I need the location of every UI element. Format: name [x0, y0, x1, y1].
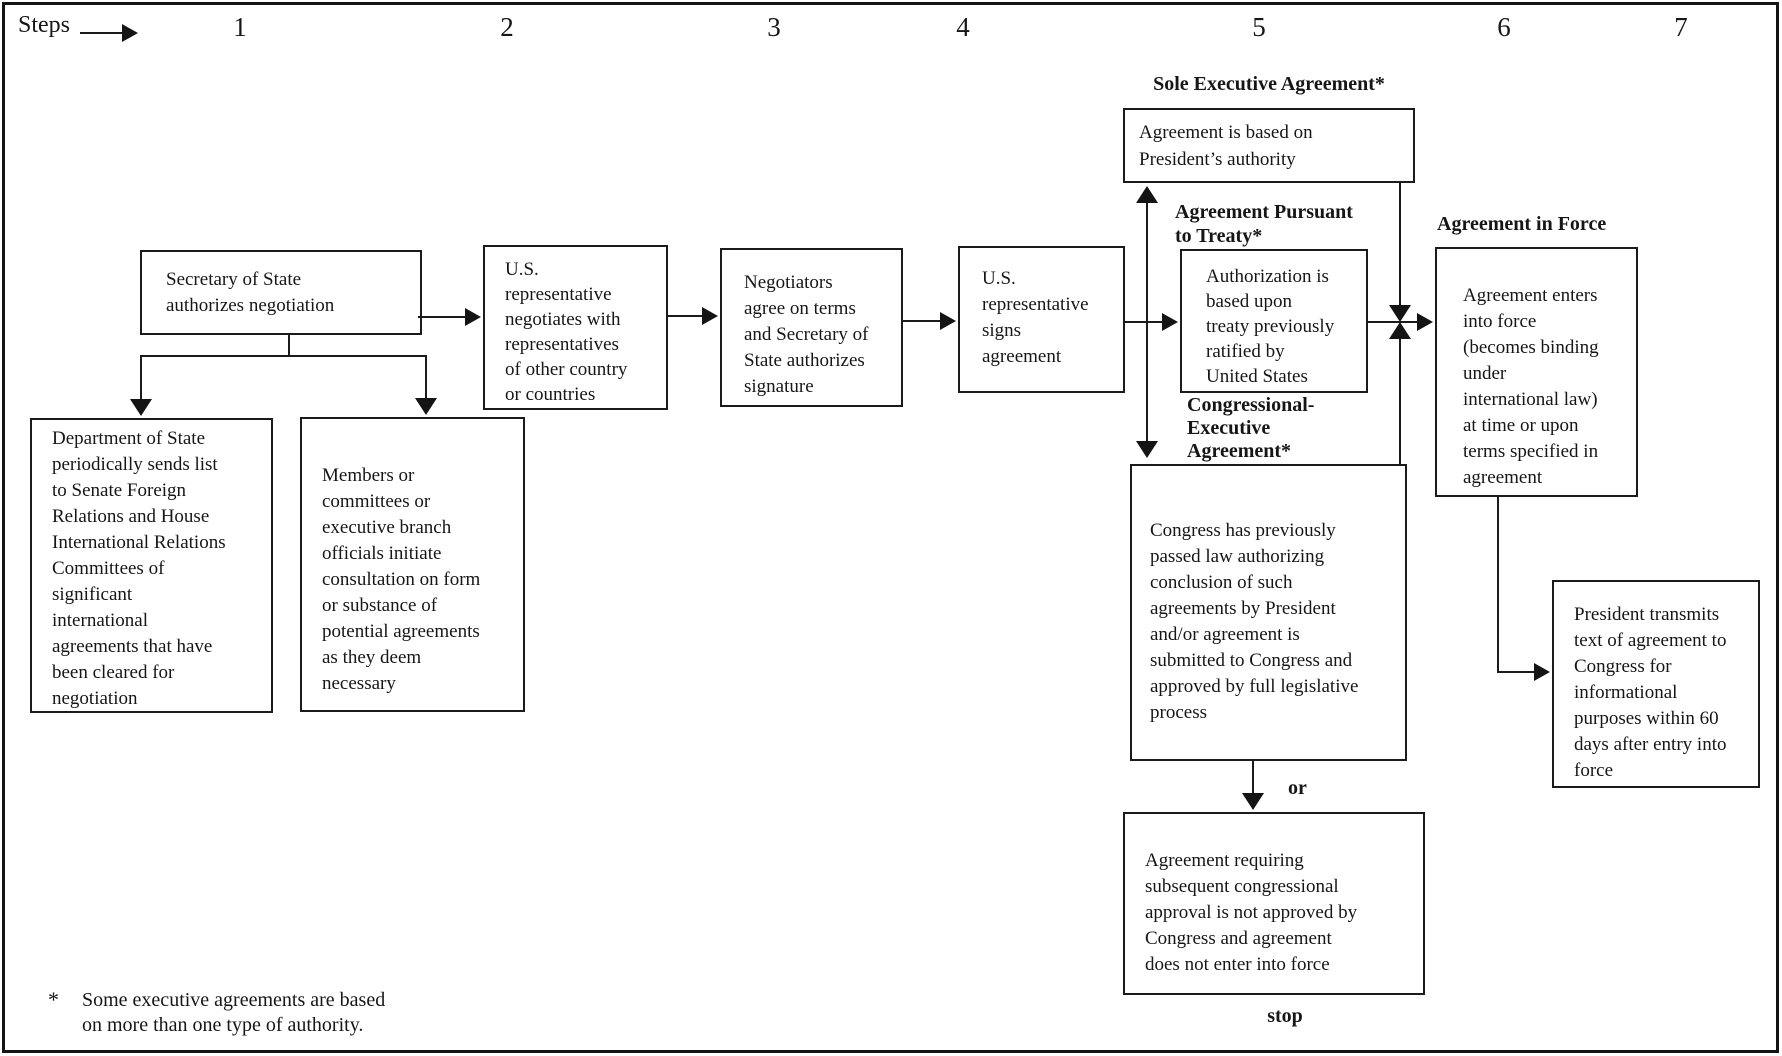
- step-number-6: 6: [1497, 12, 1511, 42]
- box-secretary-authorizes: Secretary of State authorizes negotiatio…: [140, 250, 422, 335]
- arrowhead-right-icon: [1417, 313, 1433, 331]
- arrowhead-right-icon: [940, 312, 956, 330]
- box-members-consultation: Members or committees or executive branc…: [300, 417, 525, 712]
- label-stop: stop: [1267, 1005, 1303, 1027]
- label-or: or: [1288, 777, 1307, 799]
- connector-line: [288, 335, 290, 356]
- arrowhead-down-icon: [415, 398, 437, 415]
- box-us-rep-negotiates: U.S. representative negotiates with repr…: [483, 245, 668, 410]
- label-congressional-executive-agreement: Congressional- Executive Agreement*: [1187, 394, 1315, 462]
- steps-label: Steps: [18, 12, 71, 38]
- connector-line: [1368, 321, 1420, 323]
- arrowhead-right-icon: [702, 307, 718, 325]
- connector-line: [903, 320, 943, 322]
- box-department-list: Department of State periodically sends l…: [30, 418, 273, 713]
- box-treaty-authorization: Authorization is based upon treaty previ…: [1180, 249, 1368, 393]
- label-agreement-in-force: Agreement in Force: [1437, 213, 1607, 235]
- box-congress-passed-law: Congress has previously passed law autho…: [1130, 464, 1407, 761]
- connector-line: [1399, 183, 1401, 308]
- footnote-marker: *: [48, 987, 59, 1012]
- box-negotiators-agree: Negotiators agree on terms and Secretary…: [720, 248, 903, 407]
- connector-line: [1146, 198, 1148, 448]
- step-number-1: 1: [233, 12, 247, 42]
- steps-arrow-icon: [122, 24, 138, 42]
- connector-line: [1497, 497, 1499, 673]
- label-sole-executive-agreement: Sole Executive Agreement*: [1153, 73, 1385, 95]
- step-number-7: 7: [1674, 12, 1688, 42]
- connector-line: [1497, 671, 1539, 673]
- arrowhead-down-icon: [130, 399, 152, 416]
- arrowhead-up-icon: [1389, 322, 1411, 339]
- connector-line: [418, 316, 468, 318]
- step-number-2: 2: [500, 12, 514, 42]
- arrowhead-down-icon: [1389, 305, 1411, 322]
- step-number-3: 3: [767, 12, 781, 42]
- box-presidents-authority: Agreement is based on President’s author…: [1123, 108, 1415, 183]
- arrowhead-right-icon: [1534, 663, 1550, 681]
- connector-line: [140, 355, 427, 357]
- box-agreement-not-approved: Agreement requiring subsequent congressi…: [1123, 812, 1425, 995]
- arrowhead-down-icon: [1136, 441, 1158, 458]
- connector-line: [1252, 761, 1254, 796]
- box-us-rep-signs: U.S. representative signs agreement: [958, 246, 1125, 393]
- label-agreement-pursuant-treaty: Agreement Pursuant to Treaty*: [1175, 201, 1353, 247]
- footnote-text: Some executive agreements are based on m…: [82, 989, 386, 1036]
- box-president-transmits: President transmits text of agreement to…: [1552, 580, 1760, 788]
- arrowhead-right-icon: [465, 308, 481, 326]
- step-number-5: 5: [1252, 12, 1266, 42]
- connector-line: [1125, 321, 1165, 323]
- arrowhead-down-icon: [1242, 793, 1264, 810]
- arrowhead-up-icon: [1136, 186, 1158, 203]
- step-number-4: 4: [956, 12, 970, 42]
- connector-line: [140, 356, 142, 401]
- connector-line: [1399, 336, 1401, 464]
- box-agreement-enters-force: Agreement enters into force (becomes bin…: [1435, 247, 1638, 497]
- connector-line: [668, 315, 706, 317]
- arrowhead-right-icon: [1162, 313, 1178, 331]
- connector-line: [425, 356, 427, 401]
- steps-arrow-line: [80, 32, 125, 34]
